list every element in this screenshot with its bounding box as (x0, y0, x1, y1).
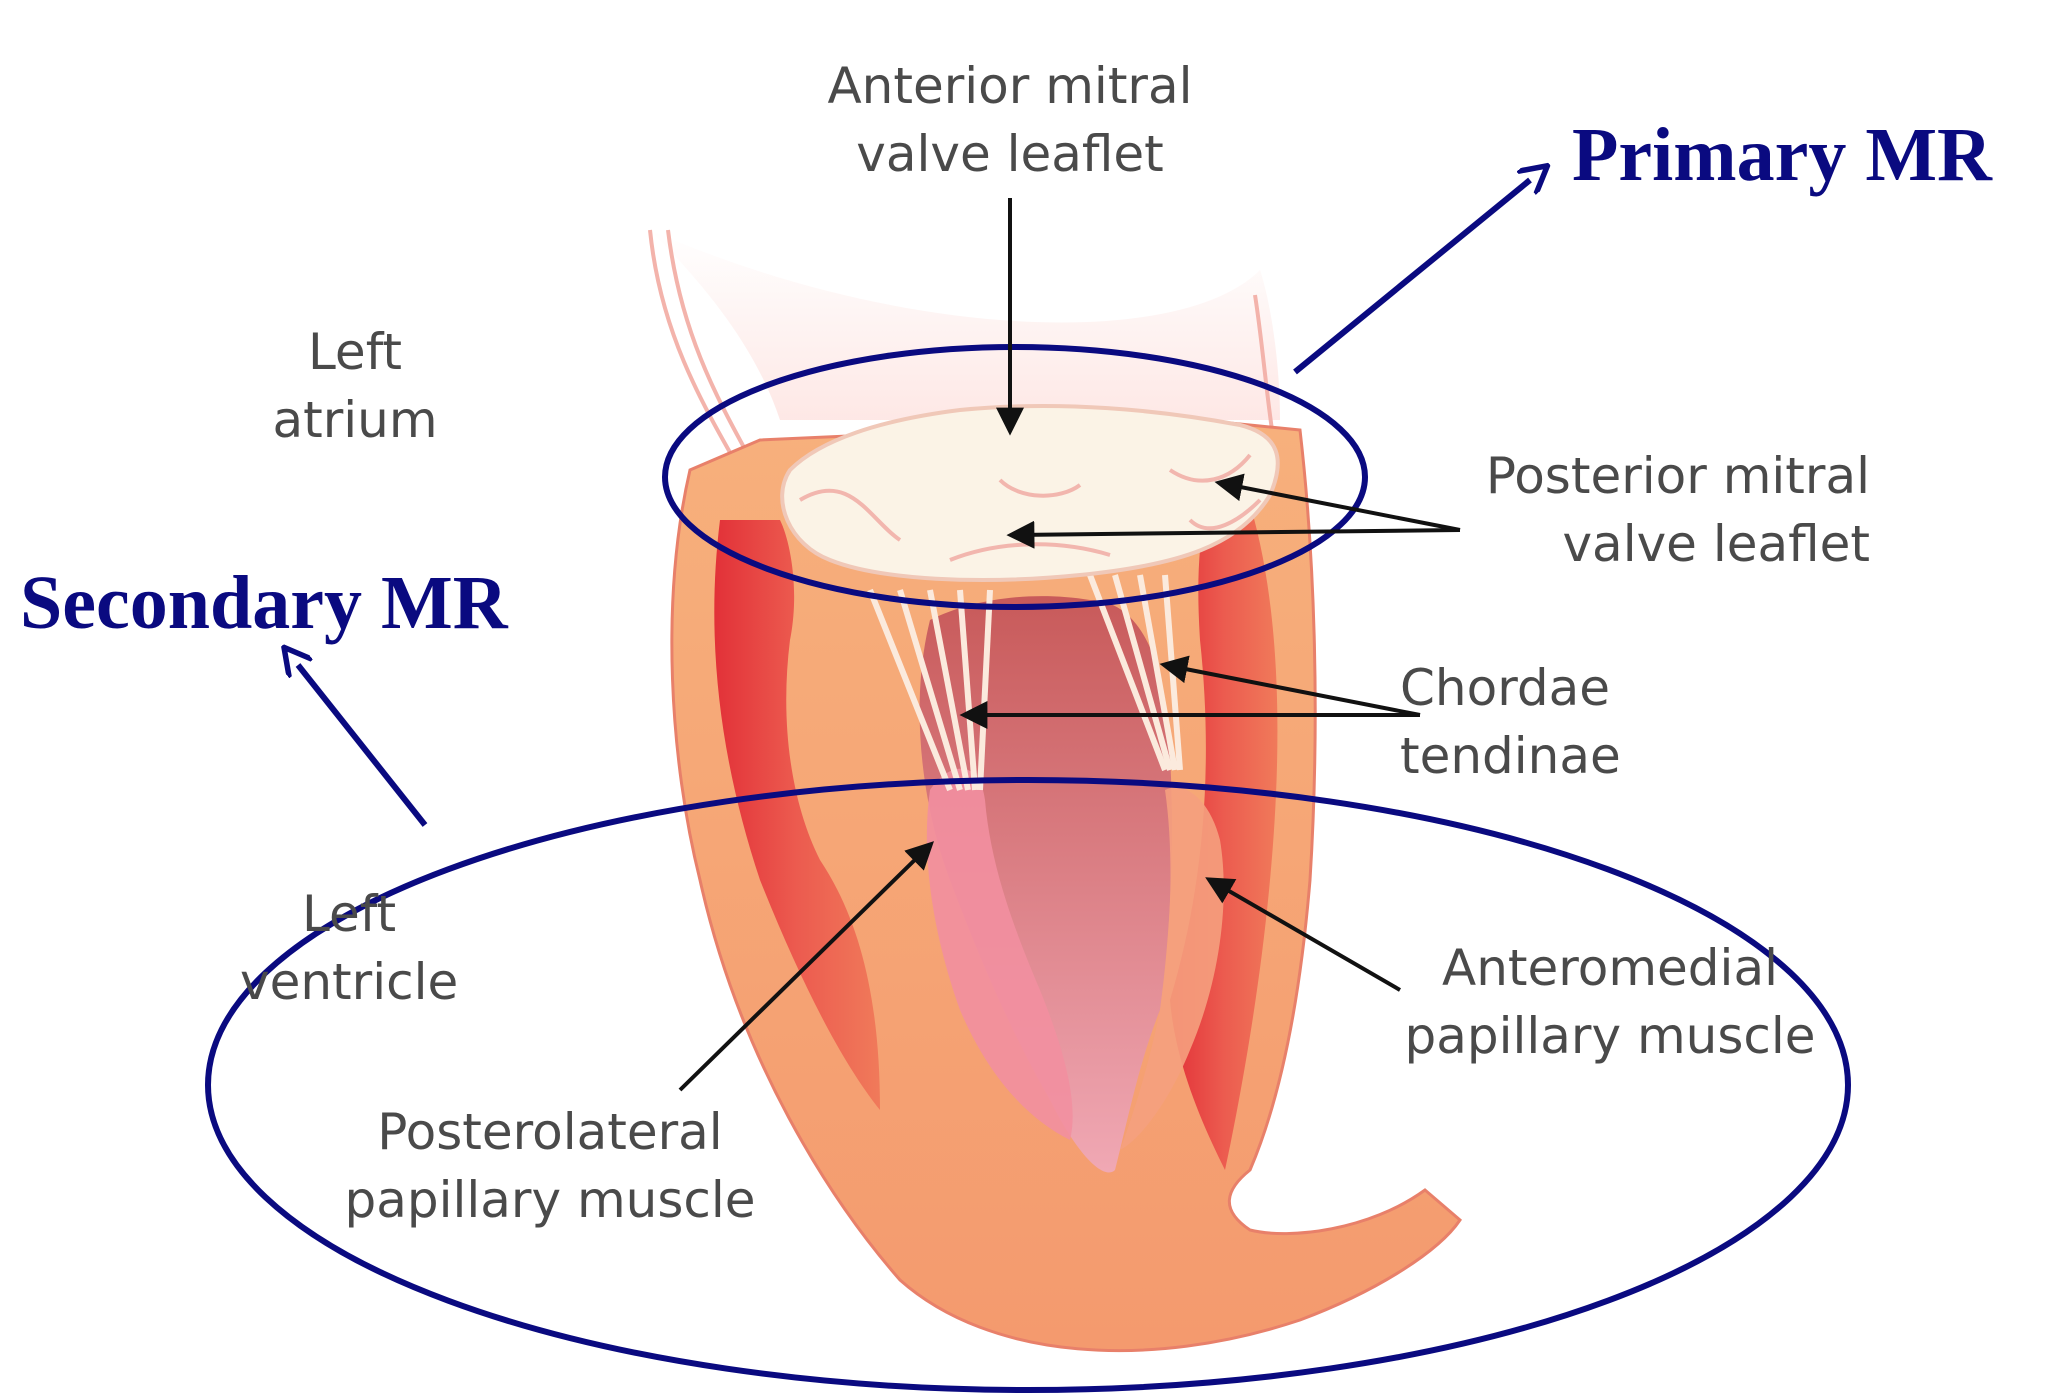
anteromedial-line2: papillary muscle (1380, 1002, 1840, 1070)
chordae-label: Chordae tendinae (1400, 654, 1670, 790)
posterolateral-label: Posterolateral papillary muscle (330, 1098, 770, 1234)
posterolateral-line1: Posterolateral (330, 1098, 770, 1166)
posterior-leaflet-line1: Posterior mitral (1410, 442, 1870, 510)
anteromedial-label: Anteromedial papillary muscle (1380, 934, 1840, 1070)
posterolateral-line2: papillary muscle (330, 1166, 770, 1234)
left-atrium-line1: Left (230, 318, 480, 386)
anterior-leaflet-label: Anterior mitral valve leaflet (780, 52, 1240, 188)
left-ventricle-line1: Left (240, 880, 500, 948)
anterior-leaflet-line1: Anterior mitral (780, 52, 1240, 120)
left-ventricle-label: Left ventricle (240, 880, 500, 1016)
anteromedial-line1: Anteromedial (1380, 934, 1840, 1002)
chordae-line2: tendinae (1400, 722, 1670, 790)
chordae-line1: Chordae (1400, 654, 1670, 722)
secondary-mr-arrow (298, 665, 425, 825)
posterior-leaflet-label: Posterior mitral valve leaflet (1410, 442, 1870, 578)
posterior-leaflet-line2: valve leaflet (1410, 510, 1870, 578)
primary-mr-callout: Primary MR (1572, 112, 1992, 198)
primary-mr-arrow (1295, 180, 1530, 372)
anterior-leaflet-line2: valve leaflet (780, 120, 1240, 188)
left-atrium-line2: atrium (230, 386, 480, 454)
left-ventricle-line2: ventricle (240, 948, 500, 1016)
left-atrium-label: Left atrium (230, 318, 480, 454)
secondary-mr-callout: Secondary MR (20, 560, 508, 646)
